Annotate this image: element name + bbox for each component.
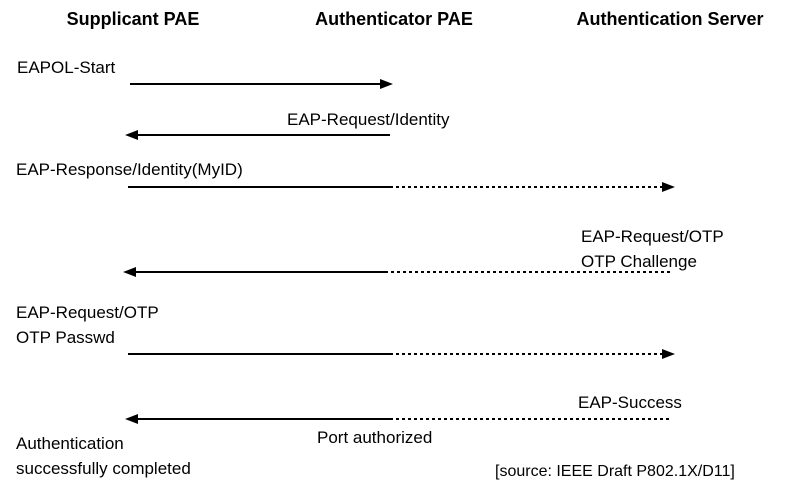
arrowhead-left-icon <box>125 414 138 424</box>
message-label-eap-success: EAP-Success <box>578 393 682 412</box>
message-label-eap-request-otp-passwd: EAP-Request/OTP OTP Passwd <box>16 300 159 350</box>
annotation-authentication-completed: Authentication successfully completed <box>16 431 191 481</box>
message-label-eapol-start: EAPOL-Start <box>17 58 116 77</box>
annotation-port-authorized: Port authorized <box>317 428 433 447</box>
arrowhead-left-icon <box>125 130 138 140</box>
message-line-otp-challenge-solid <box>135 271 385 273</box>
message-label-line1: EAP-Request/OTP <box>16 303 159 322</box>
annotation-line2: successfully completed <box>16 459 191 478</box>
arrowhead-right-icon <box>380 79 393 89</box>
message-line-eap-response-identity-solid <box>128 186 390 188</box>
message-line-otp-passwd-dotted <box>390 353 662 355</box>
message-label-line1: EAP-Request/OTP <box>581 227 724 246</box>
message-label-eap-request-identity: EAP-Request/Identity <box>287 110 450 129</box>
annotation-line1: Authentication <box>16 434 124 453</box>
column-header-authenticator-pae: Authenticator PAE <box>315 9 473 29</box>
message-label-line2: OTP Passwd <box>16 328 115 347</box>
message-line-otp-challenge-dotted <box>385 271 672 273</box>
message-line-eap-response-identity-dotted <box>390 186 662 188</box>
source-citation: [source: IEEE Draft P802.1X/D11] <box>495 463 735 480</box>
message-label-eap-request-otp-challenge: EAP-Request/OTP OTP Challenge <box>581 224 724 274</box>
message-line-eapol-start <box>130 83 382 85</box>
arrowhead-right-icon <box>662 182 675 192</box>
message-line-eap-success-dotted <box>390 418 672 420</box>
arrowhead-right-icon <box>662 349 675 359</box>
message-label-line2: OTP Challenge <box>581 252 697 271</box>
message-line-otp-passwd-solid <box>128 353 390 355</box>
arrowhead-left-icon <box>123 267 136 277</box>
message-line-eap-request-identity <box>137 134 390 136</box>
message-label-eap-response-identity: EAP-Response/Identity(MyID) <box>16 160 243 179</box>
message-line-eap-success-solid <box>137 418 390 420</box>
column-header-supplicant-pae: Supplicant PAE <box>66 9 200 29</box>
column-header-authentication-server: Authentication Server <box>576 9 764 29</box>
